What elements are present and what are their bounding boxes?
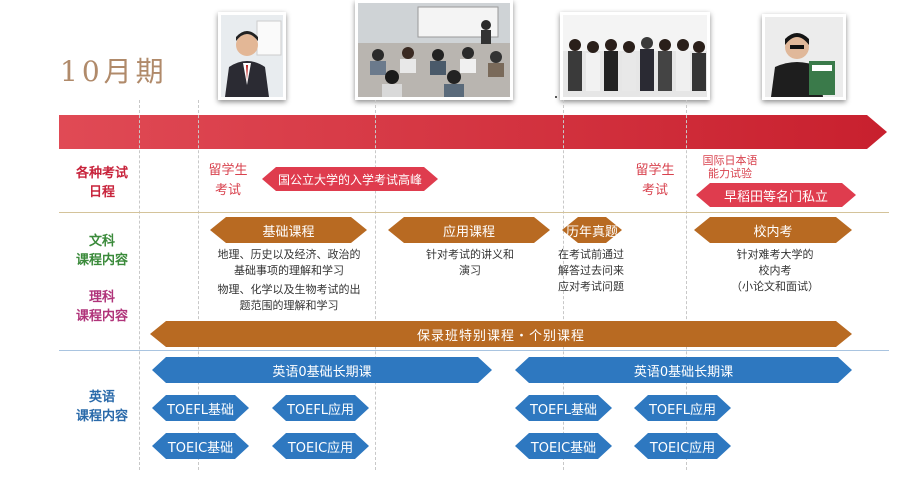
guide-line (375, 100, 376, 470)
toeic-basic-arrow-2: TOEIC基础 (515, 433, 612, 459)
toeic-basic-arrow-1: TOEIC基础 (152, 433, 249, 459)
guide-line (139, 100, 140, 470)
school-exam-desc: 针对难考大学的 校内考 （小论文和面试） (731, 248, 819, 293)
english-long-term-arrow-1: 英语0基础长期课 (152, 357, 492, 383)
basic-course-arrow: 基础课程 (210, 217, 367, 243)
applied-desc: 针对考试的讲义和 演习 (426, 248, 514, 277)
school-exam-arrow: 校内考 (694, 217, 852, 243)
public-univ-peak-arrow: 国公立大学的入学考试高峰 (262, 167, 438, 191)
basic-desc-bunka: 地理、历史以及经济、政治的 基础事项的理解和学习 (217, 248, 361, 277)
guide-line (563, 100, 564, 470)
decor-dot (555, 96, 557, 98)
instructor-image (765, 17, 843, 97)
row-label-bunka: 文科 课程内容 (75, 234, 128, 268)
guide-line (686, 100, 687, 470)
photo-teacher (218, 12, 286, 100)
jlpt-label: 国际日本语 能力试验 (702, 154, 758, 180)
toefl-basic-arrow-2: TOEFL基础 (515, 395, 612, 421)
special-course-arrow: 保录班特别课程・个别课程 (150, 321, 852, 347)
row-label-exam-schedule: 各种考试 日程 (75, 166, 128, 200)
guide-line (198, 100, 199, 470)
past-exams-arrow: 历年真题 (562, 217, 622, 243)
row-label-rika: 理科 课程内容 (75, 290, 128, 324)
photo-staff (560, 12, 710, 100)
ryugaku-exam-1: 留学生 考试 (208, 163, 248, 198)
section-divider (59, 212, 889, 213)
photo-instructor (762, 14, 846, 100)
toeic-applied-arrow-1: TOEIC应用 (272, 433, 369, 459)
staff-image (563, 15, 707, 97)
waseda-arrow: 早稻田等名门私立 (696, 183, 856, 207)
photo-classroom (355, 0, 513, 100)
past-exams-desc: 在考试前通过 解答过去问来 应对考试问题 (558, 248, 624, 293)
section-divider (59, 350, 889, 351)
toefl-applied-arrow-2: TOEFL应用 (634, 395, 731, 421)
english-long-term-arrow-2: 英语0基础长期课 (515, 357, 852, 383)
row-label-english: 英语 课程内容 (75, 390, 128, 424)
teacher-image (221, 15, 283, 97)
basic-desc-rika: 物理、化学以及生物考试的出 题范围的理解和学习 (217, 283, 361, 312)
timeline-arrow (59, 115, 887, 149)
toefl-applied-arrow-1: TOEFL应用 (272, 395, 369, 421)
applied-course-arrow: 应用课程 (388, 217, 550, 243)
toeic-applied-arrow-2: TOEIC应用 (634, 433, 731, 459)
ryugaku-exam-2: 留学生 考试 (635, 163, 675, 198)
classroom-image (358, 3, 510, 97)
toefl-basic-arrow-1: TOEFL基础 (152, 395, 249, 421)
page-title: 10月期 (60, 55, 168, 88)
